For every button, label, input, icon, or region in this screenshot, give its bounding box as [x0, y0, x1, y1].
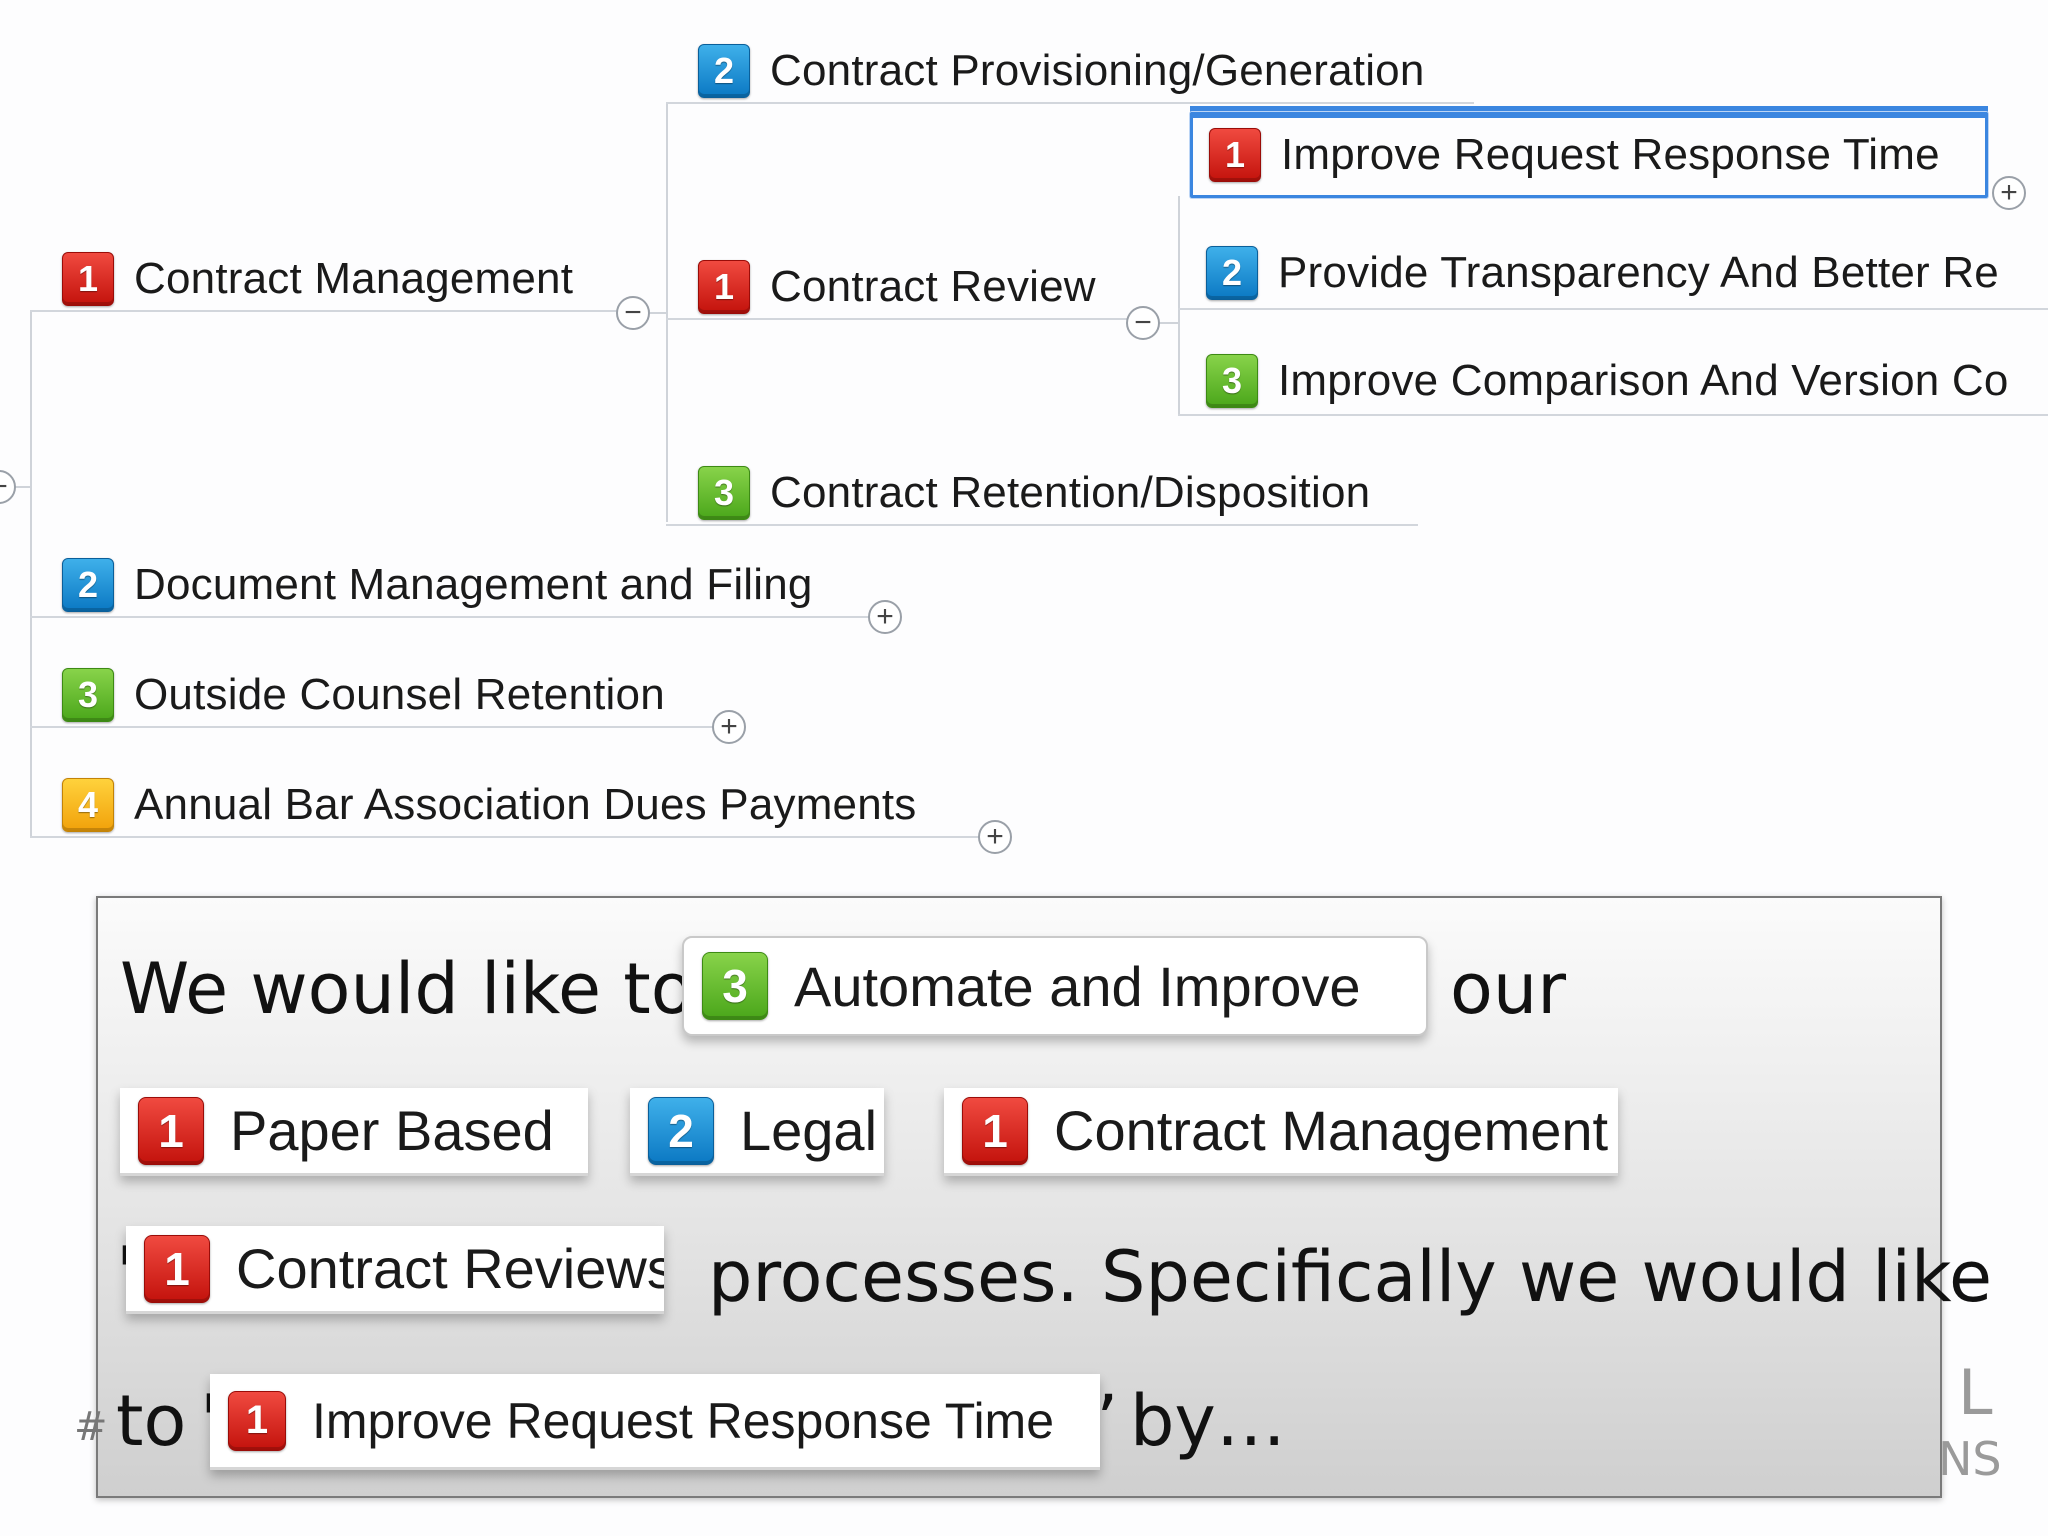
review-connector [1178, 196, 1180, 414]
chip-contract-management: 1 Contract Management [944, 1088, 1618, 1176]
watermark-line2: NS [1938, 1432, 2002, 1486]
priority-2-icon: 2 [62, 558, 114, 612]
hash-mark: # [74, 1404, 108, 1450]
priority-3-icon: 3 [698, 466, 750, 520]
priority-3-icon: 3 [702, 952, 768, 1020]
chip-label: Automate and Improve [794, 954, 1361, 1018]
node-label: Contract Provisioning/Generation [770, 46, 1425, 95]
node-label: Contract Review [770, 262, 1096, 311]
node-outside-counsel[interactable]: 3 Outside Counsel Retention [30, 664, 716, 728]
chip-label: Improve Request Response Time [312, 1392, 1055, 1449]
collapse-toggle-contract-management[interactable]: − [616, 296, 650, 330]
node-annual-bar-dues[interactable]: 4 Annual Bar Association Dues Payments [30, 774, 990, 838]
statement-text-line1-suffix: our [1450, 948, 1566, 1030]
chip-label: Legal [740, 1099, 878, 1162]
chip-contract-reviews: 1 Contract Reviews [126, 1226, 664, 1314]
node-label: Improve Request Response Time [1281, 130, 1940, 179]
priority-4-icon: 4 [62, 778, 114, 832]
expand-toggle-document-management[interactable]: + [868, 600, 902, 634]
priority-1-icon: 1 [698, 260, 750, 314]
node-contract-retention[interactable]: 3 Contract Retention/Disposition [666, 462, 1418, 526]
expand-toggle-annual-bar-dues[interactable]: + [978, 820, 1012, 854]
node-contract-review[interactable]: 1 Contract Review [666, 256, 1138, 320]
chip-paper-based: 1 Paper Based [120, 1088, 588, 1176]
priority-1-icon: 1 [228, 1390, 286, 1451]
expand-toggle-outside-counsel[interactable]: + [712, 710, 746, 744]
chip-legal: 2 Legal [630, 1088, 884, 1176]
chip-automate-and-improve: 3 Automate and Improve [682, 936, 1428, 1036]
node-contract-provisioning[interactable]: 2 Contract Provisioning/Generation [666, 40, 1474, 104]
statement-text-line4-suffix: by… [1130, 1380, 1286, 1462]
node-label: Document Management and Filing [134, 560, 813, 609]
node-provide-transparency[interactable]: 2 Provide Transparency And Better Re [1178, 238, 2048, 310]
node-label: Outside Counsel Retention [134, 670, 665, 719]
chip-label: Contract Management [1054, 1099, 1609, 1162]
root-connector [30, 312, 32, 836]
priority-1-icon: 1 [1209, 128, 1261, 182]
chip-label: Contract Reviews [236, 1237, 664, 1300]
node-label: Provide Transparency And Better Re [1278, 248, 1999, 297]
collapse-toggle-contract-review[interactable]: − [1126, 306, 1160, 340]
priority-1-icon: 1 [138, 1096, 204, 1165]
node-contract-management[interactable]: 1 Contract Management [30, 248, 650, 312]
chip-improve-request-response-time: 1 Improve Request Response Time [210, 1374, 1100, 1470]
chip-label: Paper Based [230, 1099, 554, 1162]
review-stub [1160, 322, 1178, 324]
branch-stub [650, 312, 666, 314]
expand-toggle-improve-request-response-time[interactable]: + [1992, 176, 2026, 210]
priority-2-icon: 2 [648, 1096, 714, 1165]
statement-text-line4-prefix: to [116, 1380, 187, 1462]
priority-1-icon: 1 [62, 252, 114, 306]
node-improve-request-response-time[interactable]: 1 Improve Request Response Time [1190, 112, 1988, 198]
node-improve-comparison[interactable]: 3 Improve Comparison And Version Co [1178, 348, 2048, 416]
watermark-line1: L [1958, 1356, 1993, 1429]
close-quote: ’ [1096, 1380, 1119, 1462]
branch-connector [666, 102, 668, 522]
root-stub [8, 486, 30, 488]
priority-2-icon: 2 [1206, 246, 1258, 300]
priority-1-icon: 1 [962, 1096, 1028, 1165]
priority-3-icon: 3 [1206, 354, 1258, 408]
root-collapse-toggle[interactable]: − [0, 470, 16, 504]
node-label: Annual Bar Association Dues Payments [134, 780, 917, 829]
node-label: Contract Retention/Disposition [770, 468, 1371, 517]
priority-3-icon: 3 [62, 668, 114, 722]
node-document-management[interactable]: 2 Document Management and Filing [30, 554, 870, 618]
priority-1-icon: 1 [144, 1234, 210, 1303]
node-label: Contract Management [134, 254, 574, 303]
statement-text-line1-prefix: We would like to [120, 948, 694, 1030]
node-label: Improve Comparison And Version Co [1278, 356, 2009, 405]
statement-text-line3: processes. Specifically we would like [708, 1236, 1993, 1318]
priority-2-icon: 2 [698, 44, 750, 98]
